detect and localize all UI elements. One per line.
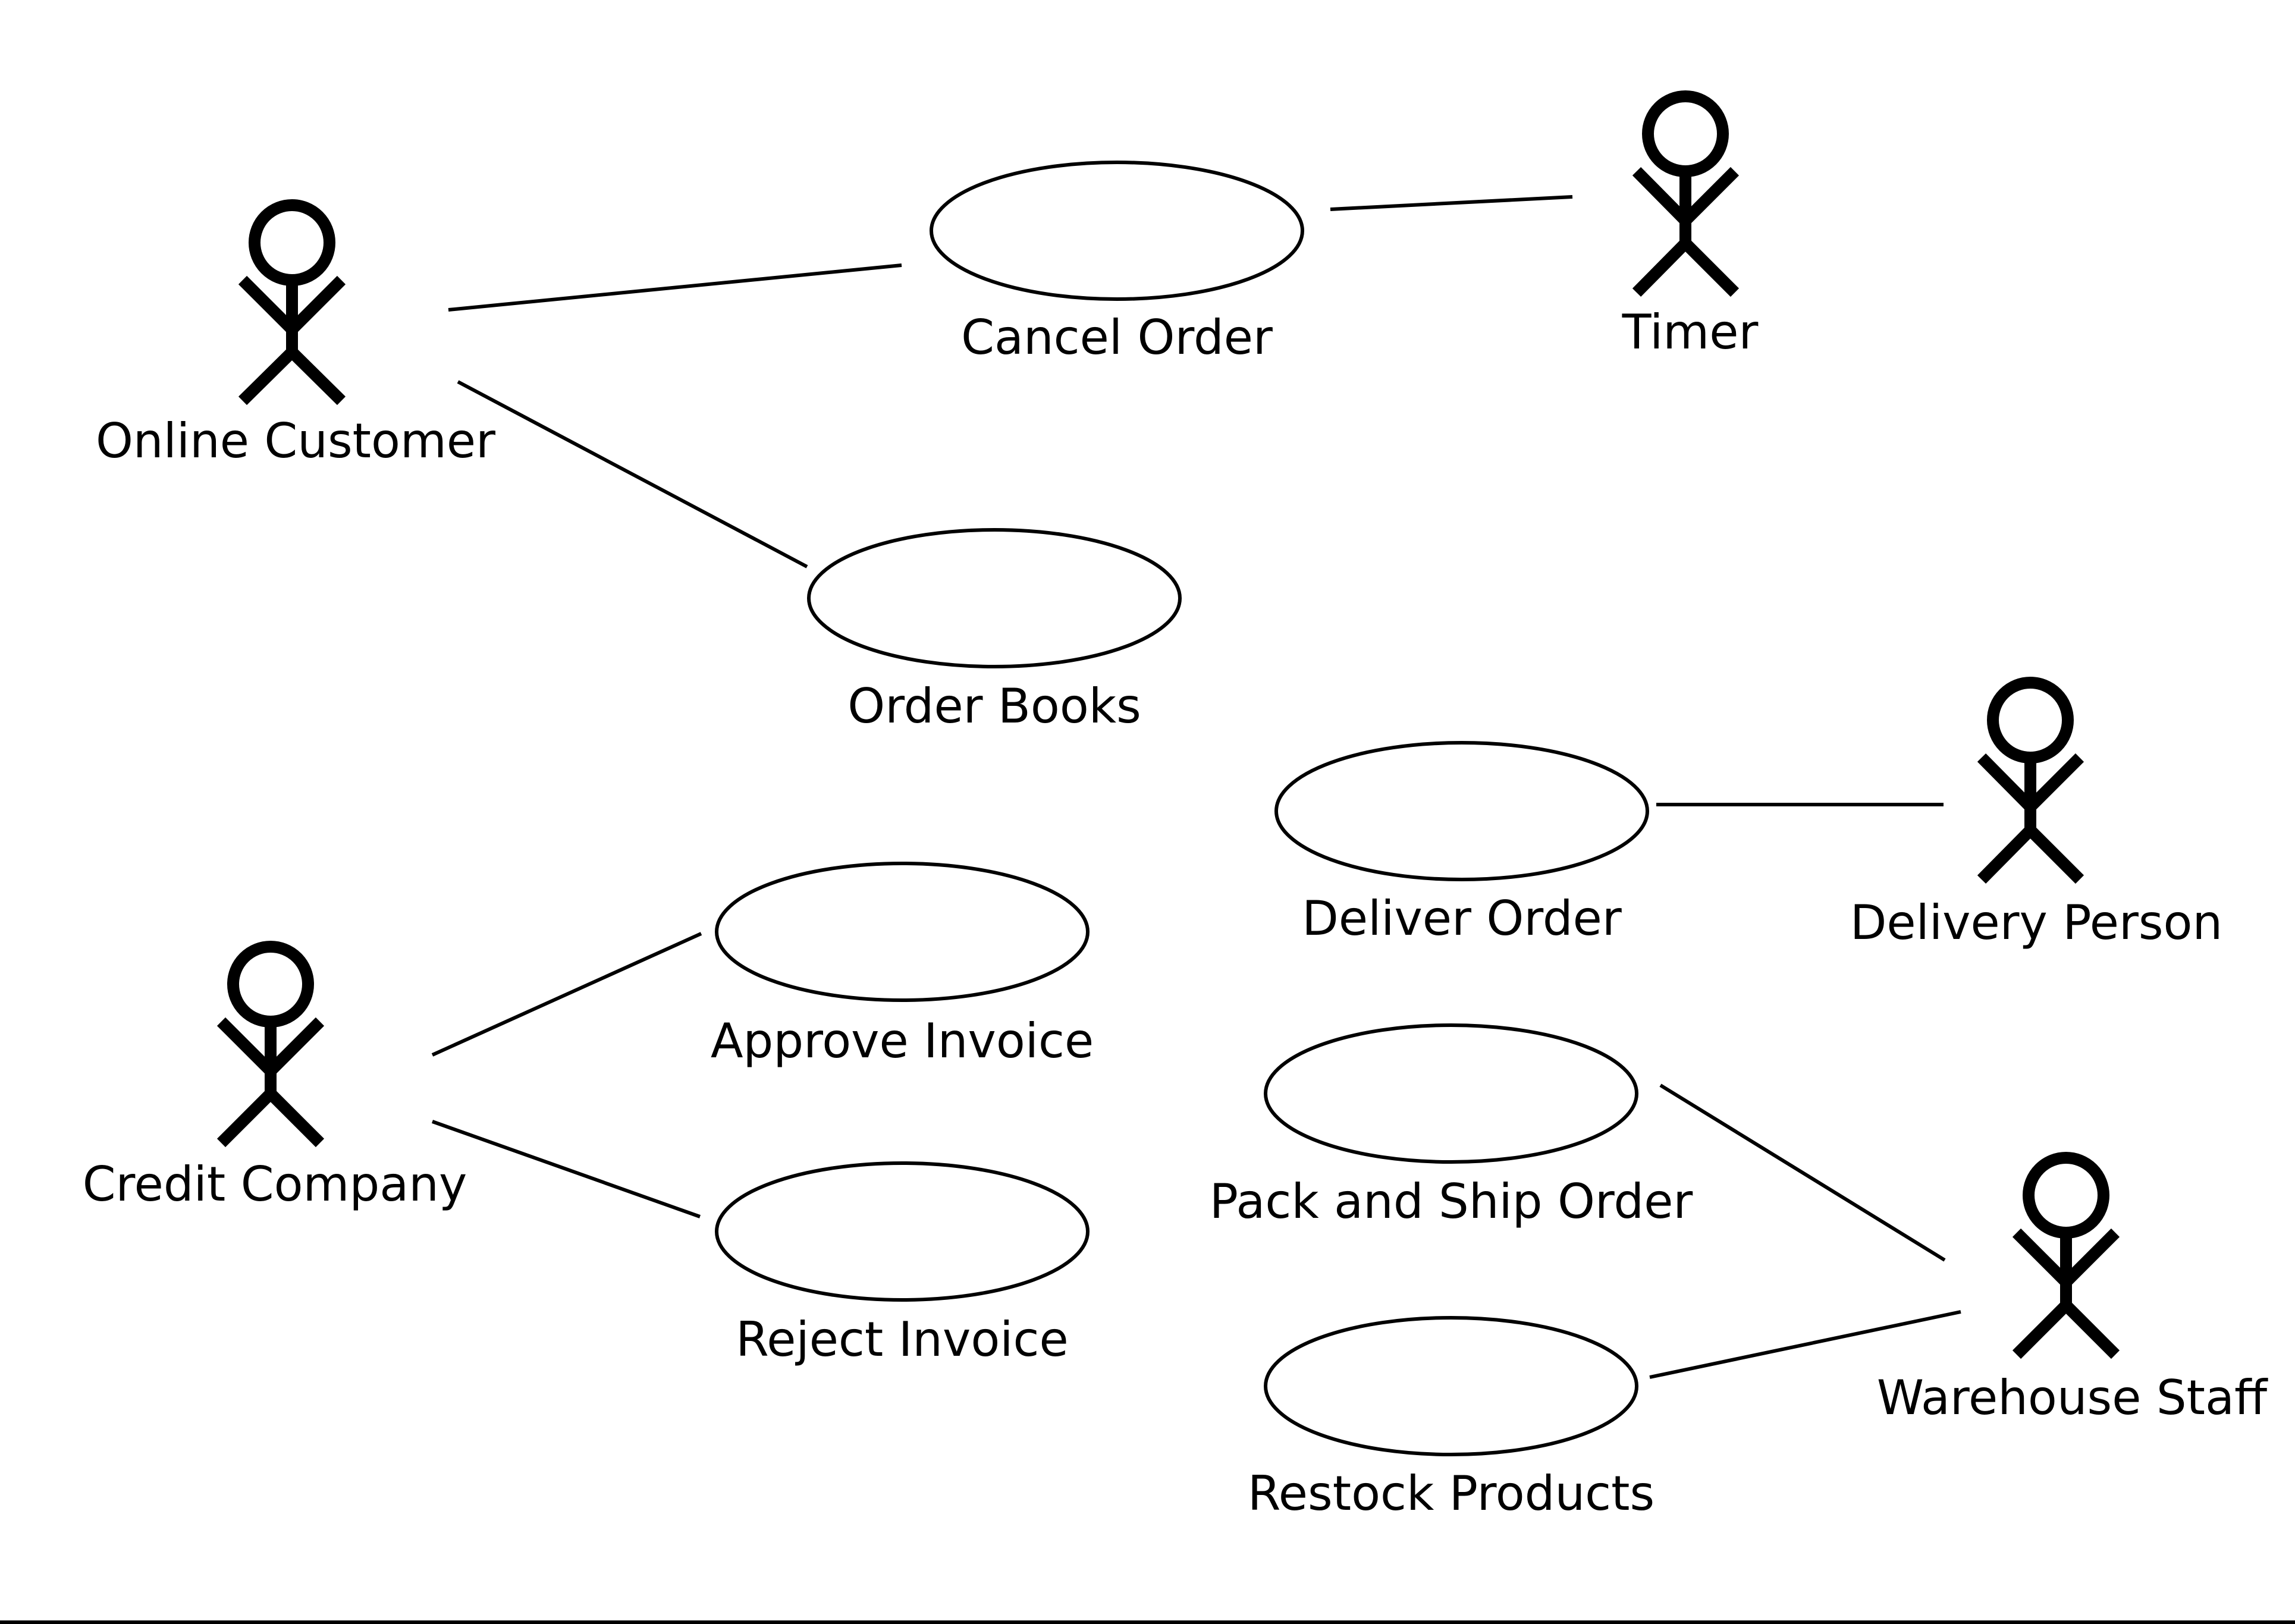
actor-body: [238, 275, 346, 406]
use-case-label: Restock Products: [1248, 1466, 1654, 1521]
use-case-pack-and-ship-order: Pack and Ship Order: [1210, 1023, 1693, 1229]
edge-online-customer-cancel-order: [448, 263, 902, 312]
actor-timer: Timer: [1622, 90, 1759, 360]
edge-pack-ship-warehouse-staff: [1659, 1083, 1946, 1262]
edge-credit-company-approve-invoice: [431, 932, 702, 1057]
edge-restock-warehouse-staff: [1649, 1310, 1961, 1379]
use-case-cancel-order: Cancel Order: [930, 161, 1304, 365]
actor-label: Timer: [1622, 304, 1759, 360]
associations: [431, 195, 1961, 1379]
edge-online-customer-order-books: [457, 380, 808, 568]
actor-head: [227, 941, 314, 1028]
actor-label: Warehouse Staff: [1877, 1370, 2268, 1425]
actor-label: Delivery Person: [1850, 895, 2222, 950]
actor-label: Online Customer: [96, 413, 495, 469]
use-case-reject-invoice: Reject Invoice: [715, 1161, 1090, 1367]
actor-credit-company: Credit Company: [83, 941, 467, 1212]
use-case-label: Deliver Order: [1302, 891, 1622, 946]
use-case-restock-products: Restock Products: [1248, 1316, 1654, 1521]
actor-label: Credit Company: [83, 1157, 467, 1212]
use-case-label: Reject Invoice: [736, 1312, 1068, 1367]
actor-warehouse-staff: Warehouse Staff: [1877, 1152, 2268, 1425]
use-case-label: Pack and Ship Order: [1210, 1174, 1693, 1229]
actor-head: [249, 199, 335, 286]
actor-body: [216, 1017, 325, 1148]
use-case-label: Order Books: [847, 679, 1141, 734]
actor-head: [1987, 677, 2074, 764]
use-case-order-books: Order Books: [807, 528, 1182, 734]
actor-body: [2012, 1228, 2120, 1359]
use-case-deliver-order: Deliver Order: [1274, 741, 1649, 946]
actor-body: [1632, 167, 1740, 297]
actor-body: [1977, 753, 2084, 884]
use-case-label: Cancel Order: [961, 310, 1273, 365]
use-case-approve-invoice: Approve Invoice: [711, 862, 1094, 1069]
actor-head: [2023, 1152, 2109, 1239]
edge-cancel-order-timer: [1330, 195, 1573, 211]
actor-online-customer: Online Customer: [96, 199, 495, 469]
actor-head: [1642, 90, 1729, 177]
use-case-label: Approve Invoice: [711, 1013, 1094, 1069]
edge-credit-company-reject-invoice: [431, 1120, 701, 1218]
actor-delivery-person: Delivery Person: [1850, 677, 2222, 950]
